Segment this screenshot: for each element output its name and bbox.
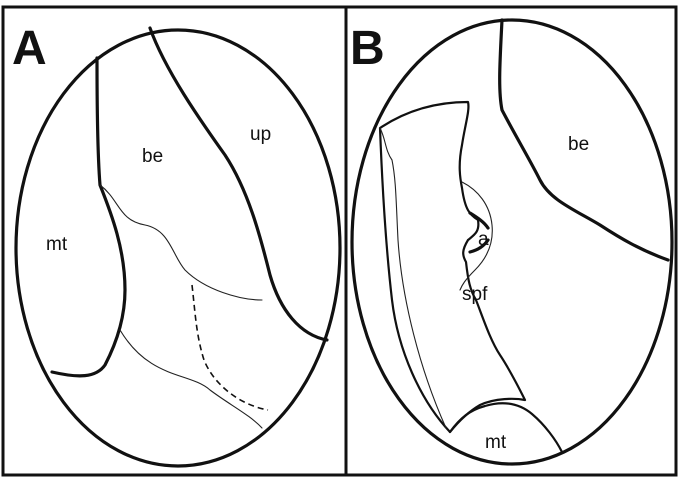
panel-b-label-be: be [568, 134, 589, 155]
panel-b-label-spf: spf [462, 284, 488, 305]
panel-b-label-a: a [478, 229, 489, 250]
panel-a-label-up: up [250, 124, 271, 145]
panel-b-label-mt: mt [485, 432, 507, 453]
panel-a-label-be: be [142, 146, 163, 167]
panel-a-letter: A [12, 22, 47, 75]
panel-a-label-mt: mt [46, 234, 68, 255]
panel-b-letter: B [350, 22, 385, 75]
